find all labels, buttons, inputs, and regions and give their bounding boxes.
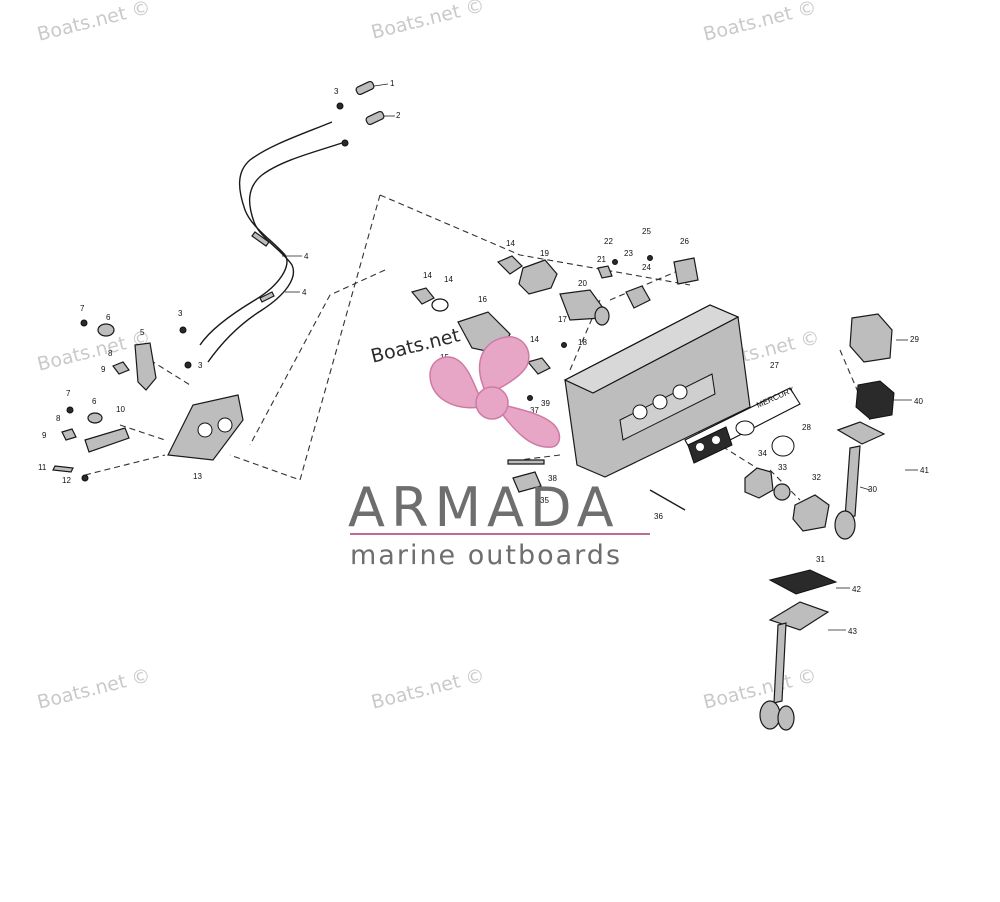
callout-10: 10 bbox=[116, 405, 125, 414]
callout-30: 30 bbox=[868, 485, 877, 494]
callout-36: 36 bbox=[654, 512, 663, 521]
callout-9: 9 bbox=[42, 431, 47, 440]
callout-3: 3 bbox=[334, 87, 339, 96]
callout-29: 29 bbox=[910, 335, 919, 344]
callout-3: 3 bbox=[198, 361, 203, 370]
callout-27: 27 bbox=[770, 361, 779, 370]
cable-end-2 bbox=[365, 110, 385, 126]
callout-17: 17 bbox=[558, 315, 567, 324]
callout-6: 6 bbox=[106, 313, 111, 322]
callout-14: 14 bbox=[423, 271, 432, 280]
callout-22: 22 bbox=[604, 237, 613, 246]
callout-11: 11 bbox=[38, 463, 47, 472]
callout-43: 43 bbox=[848, 627, 857, 636]
callout-35: 35 bbox=[540, 496, 549, 505]
callout-31: 31 bbox=[816, 555, 825, 564]
callout-16: 16 bbox=[478, 295, 487, 304]
callout-23: 23 bbox=[624, 249, 633, 258]
callout-26: 26 bbox=[680, 237, 689, 246]
callout-14: 14 bbox=[530, 335, 539, 344]
callout-14: 14 bbox=[444, 275, 453, 284]
lever-10 bbox=[84, 427, 130, 453]
bracket-5 bbox=[134, 342, 157, 391]
callout-12: 12 bbox=[62, 476, 71, 485]
brand-tagline: marine outboards bbox=[350, 540, 623, 571]
pedal-cover-29 bbox=[849, 313, 893, 363]
callout-6: 6 bbox=[92, 397, 97, 406]
cable-end-1 bbox=[355, 80, 375, 96]
callout-14: 14 bbox=[506, 239, 515, 248]
callout-37: 37 bbox=[530, 406, 539, 415]
callout-34: 34 bbox=[758, 449, 767, 458]
pad-42 bbox=[768, 569, 838, 595]
callout-9: 9 bbox=[101, 365, 106, 374]
callout-38: 38 bbox=[548, 474, 557, 483]
callout-33: 33 bbox=[778, 463, 787, 472]
callout-19: 19 bbox=[540, 249, 549, 258]
callout-8: 8 bbox=[108, 349, 113, 358]
callout-21: 21 bbox=[597, 255, 606, 264]
part-15 bbox=[518, 259, 558, 295]
callout-39: 39 bbox=[541, 399, 550, 408]
part-14 bbox=[496, 255, 523, 275]
callout-28: 28 bbox=[802, 423, 811, 432]
callout-4: 4 bbox=[302, 288, 307, 297]
callout-5: 5 bbox=[140, 328, 145, 337]
callout-1: 1 bbox=[390, 79, 395, 88]
pedal-30 bbox=[834, 510, 856, 540]
callout-4: 4 bbox=[304, 252, 309, 261]
brand-divider bbox=[350, 533, 650, 535]
callout-13: 13 bbox=[193, 472, 202, 481]
part-32 bbox=[792, 494, 830, 532]
switch-40 bbox=[855, 380, 895, 420]
callout-7: 7 bbox=[66, 389, 71, 398]
callout-8: 8 bbox=[56, 414, 61, 423]
callout-41: 41 bbox=[920, 466, 929, 475]
callout-2: 2 bbox=[396, 111, 401, 120]
callout-24: 24 bbox=[642, 263, 651, 272]
brand-name: ARMADA bbox=[348, 476, 620, 539]
callout-18: 18 bbox=[578, 338, 587, 347]
callout-32: 32 bbox=[812, 473, 821, 482]
callout-7: 7 bbox=[80, 304, 85, 313]
callout-40: 40 bbox=[914, 397, 923, 406]
part-26 bbox=[673, 257, 699, 285]
armada-logo bbox=[429, 336, 561, 448]
callout-25: 25 bbox=[642, 227, 651, 236]
callout-42: 42 bbox=[852, 585, 861, 594]
callout-3: 3 bbox=[178, 309, 183, 318]
callout-20: 20 bbox=[578, 279, 587, 288]
